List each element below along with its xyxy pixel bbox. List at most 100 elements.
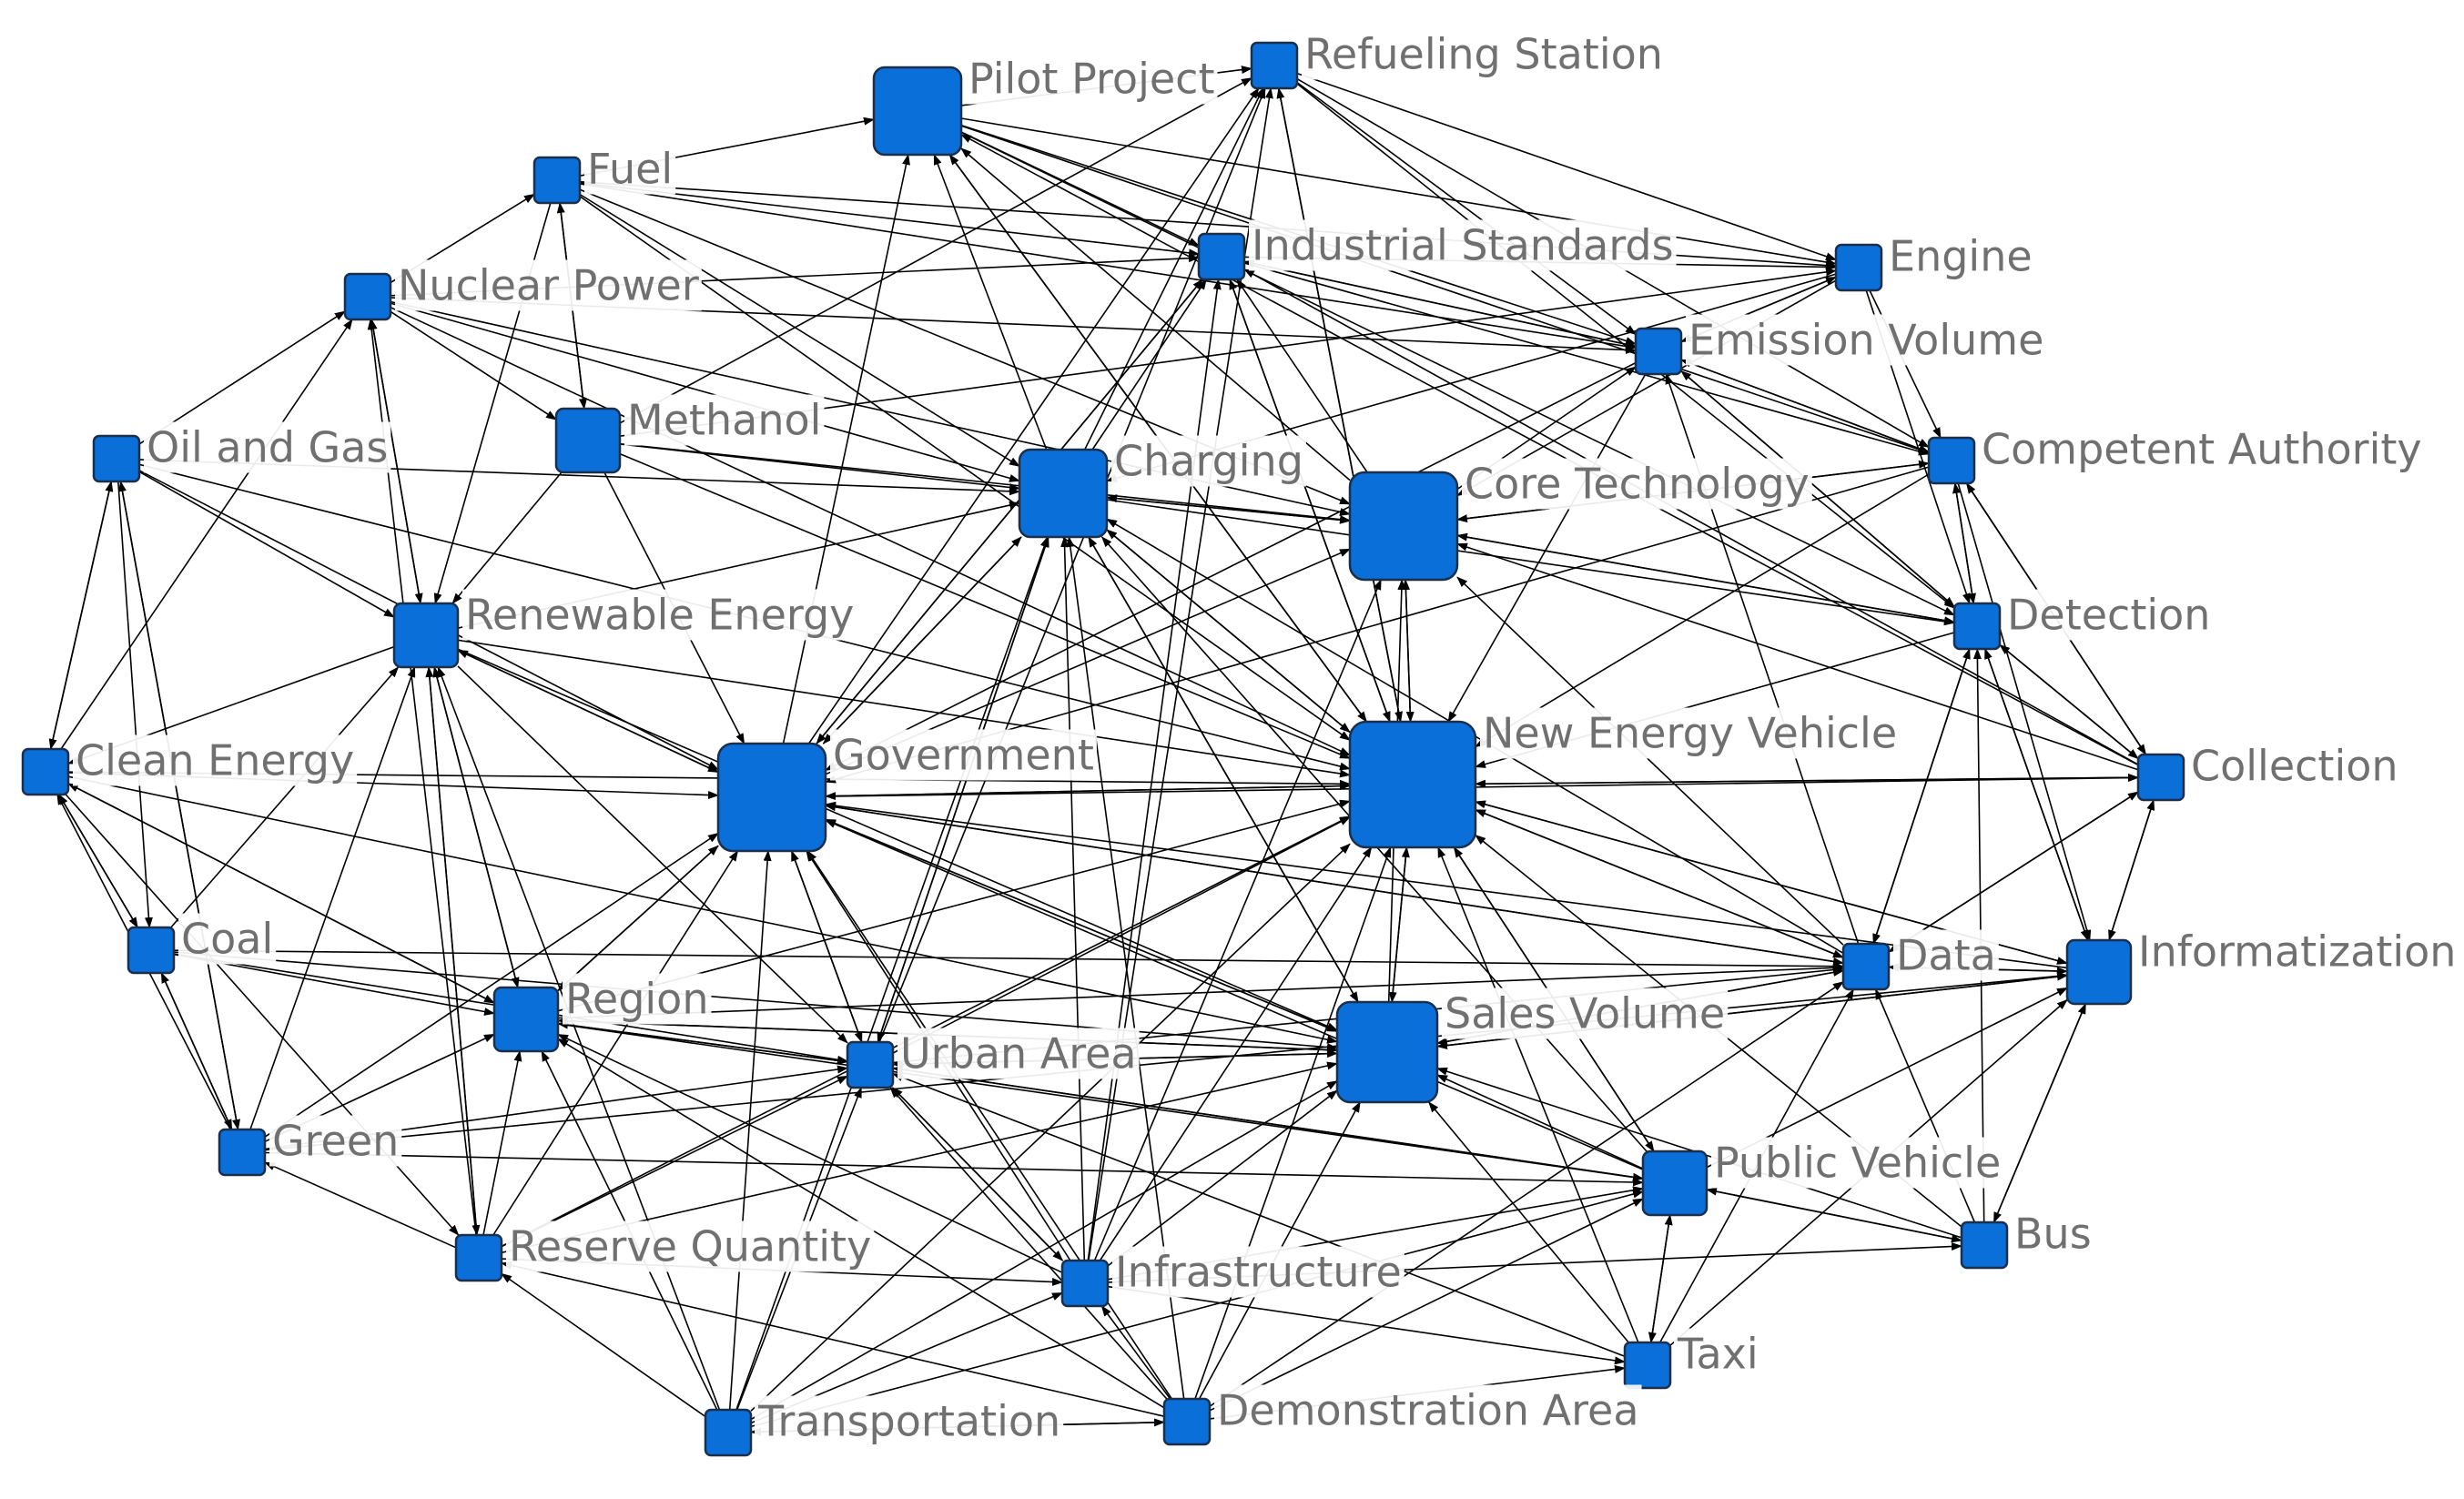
node-label-region: Region xyxy=(565,975,708,1024)
node-competent-authority[interactable]: Competent Authority xyxy=(1927,423,2425,485)
node-box-fuel[interactable] xyxy=(532,156,582,205)
node-data[interactable]: Data xyxy=(1841,929,1999,991)
node-collection[interactable]: Collection xyxy=(2136,740,2401,802)
node-box-oil-and-gas[interactable] xyxy=(92,434,141,483)
edge-taxi-to-urban-area xyxy=(892,1072,1626,1358)
node-core-technology[interactable]: Core Technology xyxy=(1348,458,1812,582)
node-sales-volume[interactable]: Sales Volume xyxy=(1335,988,1729,1104)
node-label-bg-sales-volume xyxy=(1442,988,1729,1039)
node-box-methanol[interactable] xyxy=(554,407,622,474)
edge-oil-and-gas-to-renewable-energy xyxy=(138,471,395,618)
node-box-infrastructure[interactable] xyxy=(1060,1259,1110,1308)
node-box-informatization[interactable] xyxy=(2065,938,2133,1006)
node-bus[interactable]: Bus xyxy=(1960,1208,2094,1270)
edge-urban-area-to-region xyxy=(557,1020,848,1063)
node-label-nuclear-power: Nuclear Power xyxy=(398,261,699,310)
node-infrastructure[interactable]: Infrastructure xyxy=(1060,1246,1404,1308)
node-label-bg-core-technology xyxy=(1462,458,1812,510)
node-government[interactable]: Government xyxy=(716,729,1097,853)
node-label-core-technology: Core Technology xyxy=(1465,460,1810,509)
edge-infrastructure-to-sales-volume xyxy=(1107,1089,1338,1267)
edge-new-energy-vehicle-to-core-technology xyxy=(1401,579,1412,723)
node-region[interactable]: Region xyxy=(492,973,712,1053)
node-taxi[interactable]: Taxi xyxy=(1623,1328,1761,1390)
node-label-bg-charging xyxy=(1111,435,1306,487)
node-label-new-energy-vehicle: New Energy Vehicle xyxy=(1483,709,1897,758)
edge-oil-and-gas-to-coal xyxy=(117,481,153,928)
node-box-bus[interactable] xyxy=(1960,1220,2009,1270)
node-urban-area[interactable]: Urban Area xyxy=(846,1028,1140,1089)
edge-collection-to-pilot-project xyxy=(960,133,2139,766)
node-box-competent-authority[interactable] xyxy=(1927,436,1976,485)
node-label-government: Government xyxy=(833,731,1094,780)
node-engine[interactable]: Engine xyxy=(1834,230,2035,292)
node-label-bg-data xyxy=(1893,929,1999,981)
edge-fuel-to-industrial-standards xyxy=(579,182,1200,258)
node-box-demonstration-area[interactable] xyxy=(1162,1397,1212,1446)
node-box-clean-energy[interactable] xyxy=(21,747,70,796)
node-box-emission-volume[interactable] xyxy=(1634,327,1683,376)
node-box-pilot-project[interactable] xyxy=(872,66,963,157)
node-box-core-technology[interactable] xyxy=(1348,471,1459,582)
node-oil-and-gas[interactable]: Oil and Gas xyxy=(92,421,391,483)
node-clean-energy[interactable]: Clean Energy xyxy=(21,734,358,796)
node-refueling-station[interactable]: Refueling Station xyxy=(1250,28,1666,90)
node-charging[interactable]: Charging xyxy=(1018,435,1306,539)
node-transportation[interactable]: Transportation xyxy=(704,1395,1064,1457)
node-label-bg-region xyxy=(563,973,712,1025)
node-box-green[interactable] xyxy=(218,1128,267,1177)
node-emission-volume[interactable]: Emission Volume xyxy=(1634,314,2047,376)
node-box-sales-volume[interactable] xyxy=(1335,1000,1439,1104)
node-new-energy-vehicle[interactable]: New Energy Vehicle xyxy=(1348,707,1901,849)
node-box-urban-area[interactable] xyxy=(846,1040,895,1089)
edge-clean-energy-to-sales-volume xyxy=(67,775,1338,1044)
node-informatization[interactable]: Informatization xyxy=(2065,926,2459,1006)
node-nuclear-power[interactable]: Nuclear Power xyxy=(343,259,702,321)
node-coal[interactable]: Coal xyxy=(127,913,277,975)
node-box-nuclear-power[interactable] xyxy=(343,272,392,321)
edge-coal-to-sales-volume xyxy=(173,951,1338,1052)
node-box-detection[interactable] xyxy=(1952,602,2002,651)
node-box-taxi[interactable] xyxy=(1623,1341,1672,1390)
edge-informatization-to-bus xyxy=(1992,1003,2087,1223)
edge-detection-to-data xyxy=(1872,648,1971,945)
node-label-bg-emission-volume xyxy=(1686,314,2047,366)
node-box-renewable-energy[interactable] xyxy=(392,602,460,669)
edge-pilot-project-to-competent-authority xyxy=(960,125,1930,454)
edge-urban-area-to-infrastructure xyxy=(892,1087,1064,1261)
node-box-data[interactable] xyxy=(1841,942,1891,991)
edge-industrial-standards-to-competent-authority xyxy=(1243,262,1930,456)
node-box-transportation[interactable] xyxy=(704,1408,753,1457)
edge-renewable-energy-to-urban-area xyxy=(457,665,848,1044)
node-label-bg-industrial-standards xyxy=(1249,219,1677,271)
node-pilot-project[interactable]: Pilot Project xyxy=(872,53,1218,157)
edge-core-technology-to-charging xyxy=(1106,494,1351,522)
node-box-new-energy-vehicle[interactable] xyxy=(1348,720,1477,849)
node-detection[interactable]: Detection xyxy=(1952,589,2214,651)
node-box-public-vehicle[interactable] xyxy=(1641,1150,1709,1217)
node-box-reserve-quantity[interactable] xyxy=(454,1233,503,1282)
node-box-engine[interactable] xyxy=(1834,243,1883,292)
node-label-bg-government xyxy=(830,729,1097,781)
edge-demonstration-area-to-reserve-quantity xyxy=(501,1261,1165,1417)
node-box-industrial-standards[interactable] xyxy=(1197,232,1246,281)
node-box-charging[interactable] xyxy=(1018,448,1109,539)
node-public-vehicle[interactable]: Public Vehicle xyxy=(1641,1137,2004,1217)
node-green[interactable]: Green xyxy=(218,1115,402,1177)
edge-green-to-oil-and-gas xyxy=(118,481,239,1130)
node-reserve-quantity[interactable]: Reserve Quantity xyxy=(454,1220,875,1282)
node-renewable-energy[interactable]: Renewable Energy xyxy=(392,589,857,669)
node-box-refueling-station[interactable] xyxy=(1250,41,1299,90)
node-box-collection[interactable] xyxy=(2136,753,2185,802)
edge-renewable-energy-to-reserve-quantity xyxy=(428,666,481,1236)
edge-demonstration-area-to-urban-area xyxy=(889,1087,1168,1400)
node-demonstration-area[interactable]: Demonstration Area xyxy=(1162,1384,1642,1446)
node-box-coal[interactable] xyxy=(127,926,176,975)
node-industrial-standards[interactable]: Industrial Standards xyxy=(1197,219,1677,281)
node-label-bg-coal xyxy=(178,913,277,965)
node-fuel[interactable]: Fuel xyxy=(532,143,676,205)
node-label-bg-clean-energy xyxy=(73,734,358,786)
node-box-government[interactable] xyxy=(716,742,827,853)
node-box-region[interactable] xyxy=(492,986,560,1053)
node-methanol[interactable]: Methanol xyxy=(554,394,825,474)
